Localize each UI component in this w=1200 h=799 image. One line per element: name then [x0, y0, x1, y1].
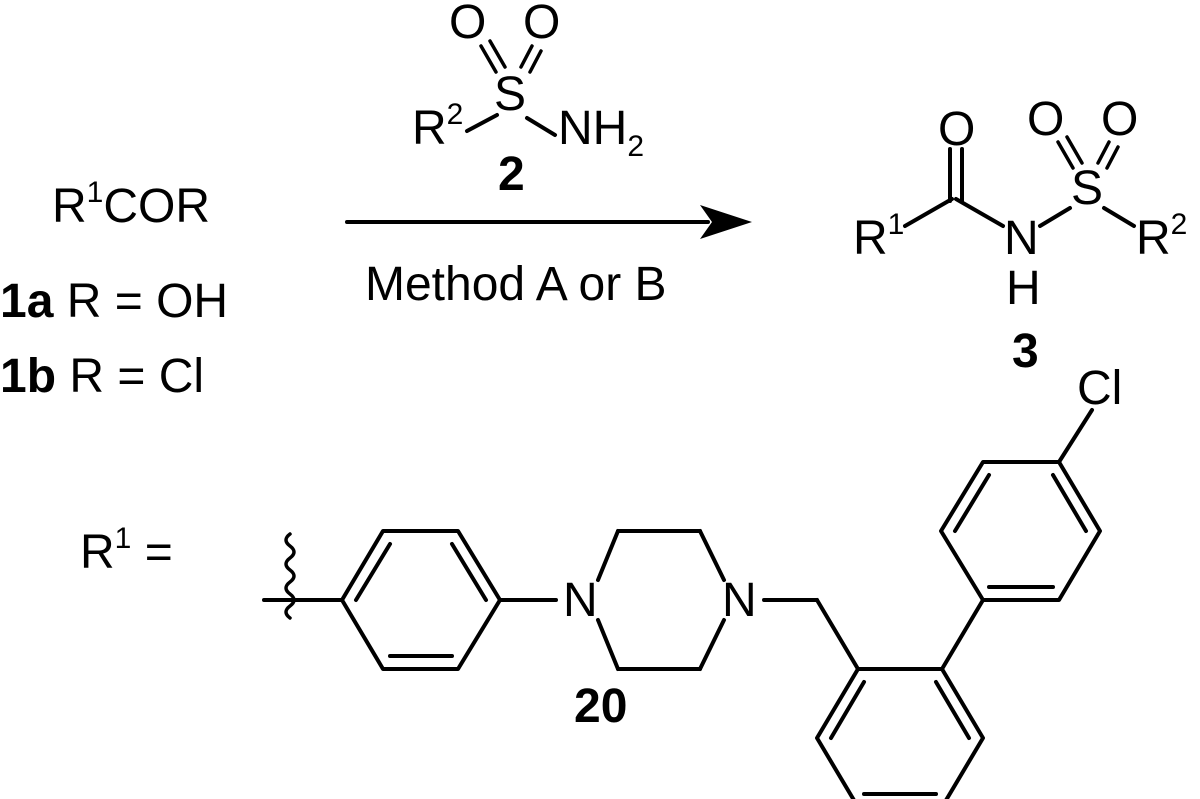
reaction-arrow — [345, 205, 752, 239]
substituent-structure: N N Cl 20 — [262, 362, 1122, 799]
svg-text:1b R = Cl: 1b R = Cl — [0, 350, 204, 403]
svg-text:1a R = OH: 1a R = OH — [0, 275, 228, 328]
product-sulfonyl-oxygen-right: O — [1101, 93, 1138, 146]
reagent-oxygen-right: O — [523, 0, 560, 49]
product-nitrogen: N — [1004, 212, 1039, 265]
biphenyl-lower-ring — [815, 667, 985, 799]
product-r1-label: R1 — [853, 208, 904, 265]
attachment-wavy-line — [284, 532, 296, 620]
reagent-amine-label: NH2 — [558, 102, 644, 163]
reaction-condition: Method A or B — [365, 258, 667, 311]
compound-number-3: 3 — [1012, 325, 1039, 378]
chlorophenyl-ring — [939, 460, 1102, 602]
reactant-variant-1a: 1a R = OH — [0, 275, 228, 328]
reactant-formula-text: R1COR — [52, 176, 210, 233]
phenyl-ring — [340, 529, 502, 671]
compound-number-1b: 1b — [0, 350, 56, 403]
variant-1a-definition: R = OH — [53, 275, 228, 328]
product-sulfur: S — [1071, 162, 1103, 215]
product-acylsulfonamide: O O O S R1 N H R2 3 — [853, 93, 1187, 378]
reagent-sulfur: S — [494, 68, 526, 121]
reagent-r2-label: R2 — [412, 98, 463, 155]
chlorine-atom: Cl — [1077, 362, 1122, 415]
reactant-variant-1b: 1b R = Cl — [0, 350, 204, 403]
variant-1b-definition: R = Cl — [56, 350, 204, 403]
substituent-definition-label: R1 = — [80, 522, 173, 579]
piperazine-nitrogen-right: N — [722, 574, 757, 627]
reactant-formula: R1COR — [52, 176, 210, 233]
product-hydrogen: H — [1006, 262, 1041, 315]
product-sulfonyl-oxygen-left: O — [1027, 93, 1064, 146]
reagent-sulfonamide: O O S R2 NH2 2 — [412, 0, 644, 201]
arrow-head — [700, 205, 752, 239]
compound-number-20: 20 — [574, 680, 627, 733]
compound-number-1a: 1a — [0, 275, 54, 328]
piperazine-nitrogen-left: N — [563, 574, 598, 627]
compound-number-2: 2 — [498, 148, 525, 201]
product-r2-label: R2 — [1136, 208, 1187, 265]
product-carbonyl-oxygen: O — [938, 103, 975, 156]
reagent-oxygen-left: O — [449, 0, 486, 49]
